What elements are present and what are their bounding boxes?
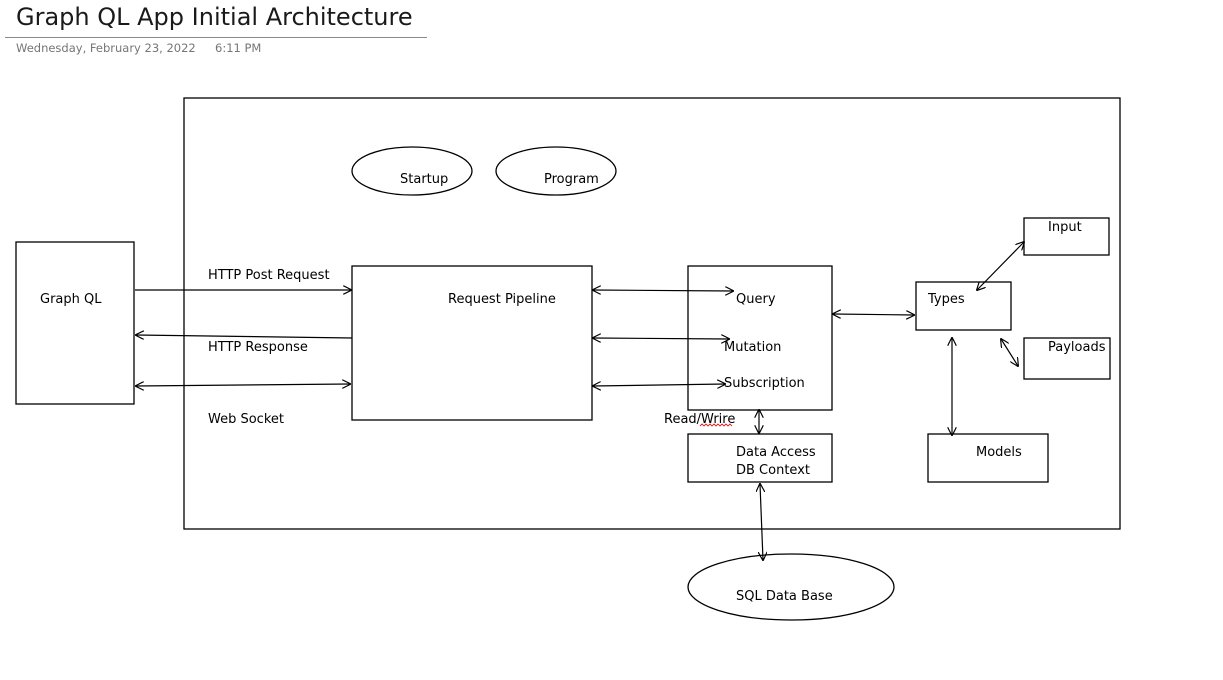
payloads-label: Payloads <box>1048 340 1106 355</box>
models-box[interactable] <box>927 433 1049 483</box>
data-access-database-arrow <box>760 484 763 560</box>
pipeline-query-arrow <box>593 290 733 291</box>
request-pipeline-label: Request Pipeline <box>448 292 556 307</box>
startup-node[interactable] <box>351 146 473 196</box>
types-label: Types <box>927 292 965 307</box>
program-label: Program <box>544 172 599 187</box>
program-node[interactable] <box>495 146 617 196</box>
types-input-arrow <box>977 242 1024 290</box>
db-context-label: DB Context <box>736 463 810 478</box>
subscription-label: Subscription <box>724 376 805 391</box>
page-date: Wednesday, February 23, 2022 <box>16 41 196 55</box>
resolvers-types-arrow <box>833 314 914 315</box>
spellcheck-underline <box>699 423 733 427</box>
payloads-box[interactable] <box>1023 337 1111 380</box>
sql-database-label: SQL Data Base <box>736 589 833 604</box>
page-title: Graph QL App Initial Architecture <box>16 3 413 31</box>
data-access-label: Data Access <box>736 445 816 460</box>
title-divider <box>5 37 427 38</box>
input-box[interactable] <box>1023 217 1110 256</box>
data-access-box[interactable] <box>687 433 833 483</box>
sql-database-node[interactable] <box>687 553 895 621</box>
request-pipeline-box[interactable] <box>351 265 593 421</box>
page-time: 6:11 PM <box>215 41 262 55</box>
graphql-client-label: Graph QL <box>40 292 102 307</box>
mutation-label: Mutation <box>724 340 781 355</box>
startup-label: Startup <box>400 172 448 187</box>
web-socket-label: Web Socket <box>208 412 284 427</box>
read-write-label: Read/Wrire <box>664 412 735 427</box>
types-payloads-arrow <box>1001 339 1018 366</box>
pipeline-subscription-arrow <box>593 384 725 386</box>
http-response-label: HTTP Response <box>208 340 308 355</box>
query-label: Query <box>736 292 776 307</box>
http-response-arrow <box>136 335 353 338</box>
web-socket-arrow <box>136 384 350 386</box>
http-post-label: HTTP Post Request <box>208 268 330 283</box>
models-label: Models <box>976 445 1022 460</box>
graphql-client-box[interactable] <box>15 241 135 405</box>
input-label: Input <box>1048 220 1082 235</box>
pipeline-mutation-arrow <box>593 338 729 339</box>
